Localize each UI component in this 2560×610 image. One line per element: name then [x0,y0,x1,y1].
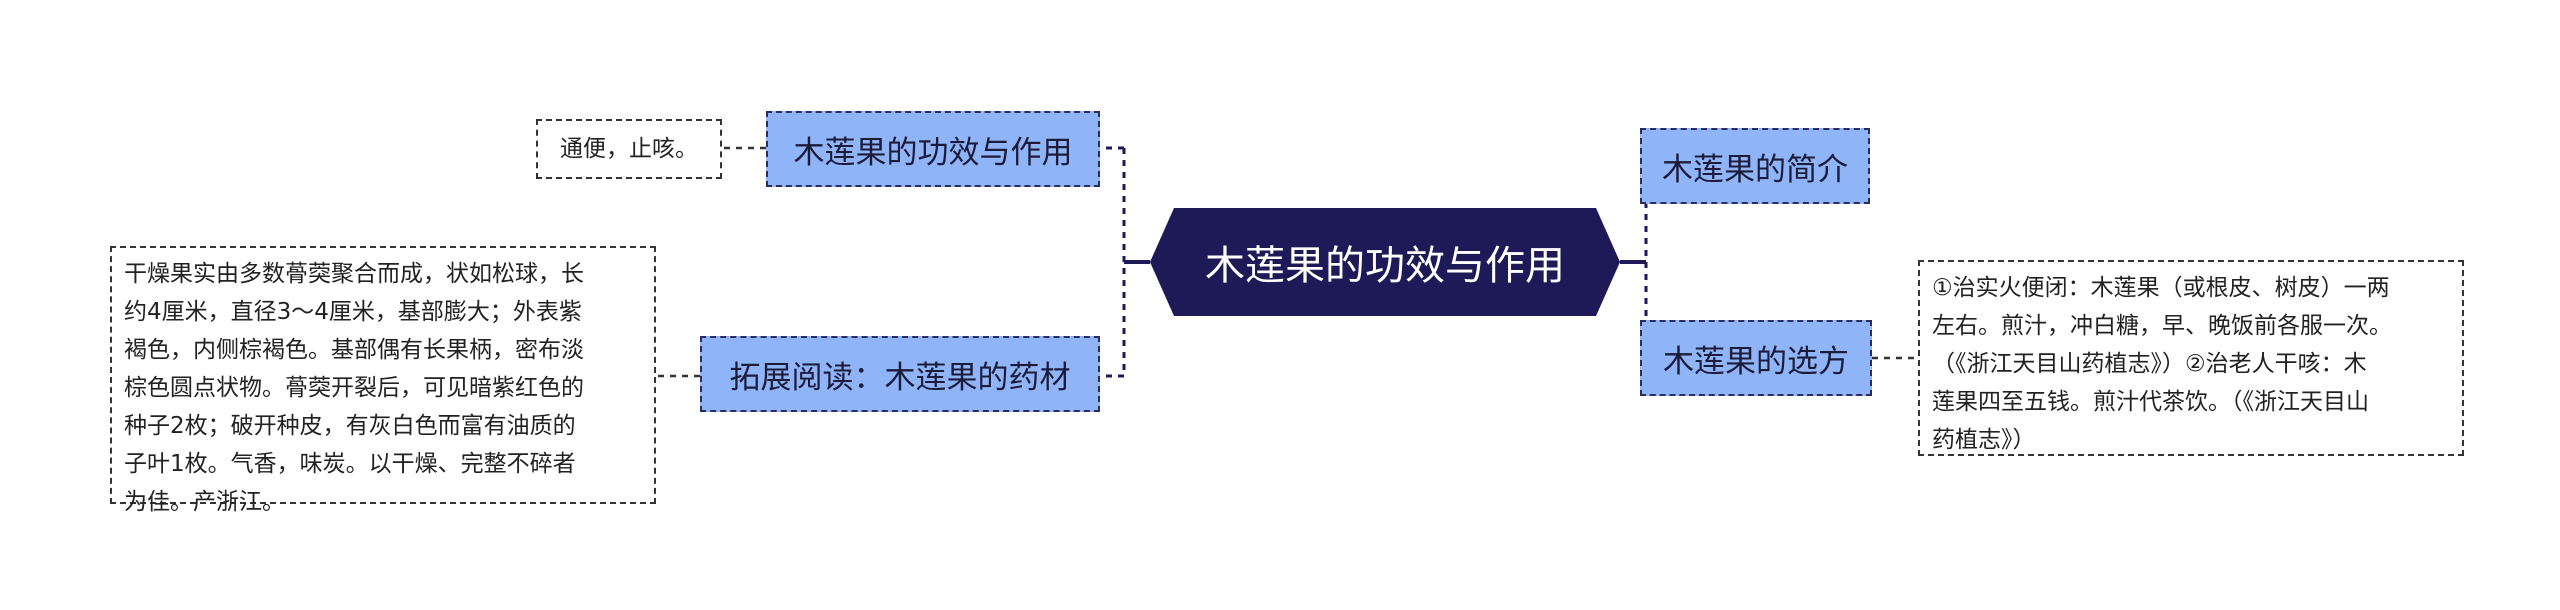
note-recipes-line: 药植志》） [1932,427,2036,453]
note-recipes-line: （《浙江天目山药植志》）②治老人干咳：木 [1932,351,2367,377]
note-reading-line: 干燥果实由多数蓇葖聚合而成，状如松球，长 [124,261,584,287]
note-recipes-line: 莲果四至五钱。煎汁代茶饮。（《浙江天目山 [1932,389,2369,415]
topic-reading[interactable]: 拓展阅读：木莲果的药材 [700,336,1100,412]
note-recipes-line: ①治实火便闭：木莲果（或根皮、树皮）一两 [1932,275,2390,301]
note-reading-line: 种子2枚；破开种皮，有灰白色而富有油质的 [124,413,576,439]
note-effects[interactable]: 通便，止咳。 [536,119,722,179]
note-reading-line: 褐色，内侧棕褐色。基部偶有长果柄，密布淡 [124,337,584,363]
topic-intro[interactable]: 木莲果的简介 [1640,128,1870,204]
note-reading-line: 约4厘米，直径3～4厘米，基部膨大；外表紫 [124,299,582,325]
note-reading-line: 为佳。产浙江。 [124,489,285,515]
note-reading-line: 子叶1枚。气香，味炭。以干燥、完整不碎者 [124,451,576,477]
central-topic[interactable]: 木莲果的功效与作用 [1150,208,1620,316]
note-reading-line: 棕色圆点状物。蓇葖开裂后，可见暗紫红色的 [124,375,584,401]
note-recipes-line: 左右。煎汁，冲白糖，早、晚饭前各服一次。 [1932,313,2392,339]
topic-recipes[interactable]: 木莲果的选方 [1640,320,1872,396]
note-recipes[interactable]: ①治实火便闭：木莲果（或根皮、树皮）一两 左右。煎汁，冲白糖，早、晚饭前各服一次… [1918,260,2464,456]
note-reading[interactable]: 干燥果实由多数蓇葖聚合而成，状如松球，长 约4厘米，直径3～4厘米，基部膨大；外… [110,246,656,515]
topic-effects[interactable]: 木莲果的功效与作用 [766,111,1100,187]
